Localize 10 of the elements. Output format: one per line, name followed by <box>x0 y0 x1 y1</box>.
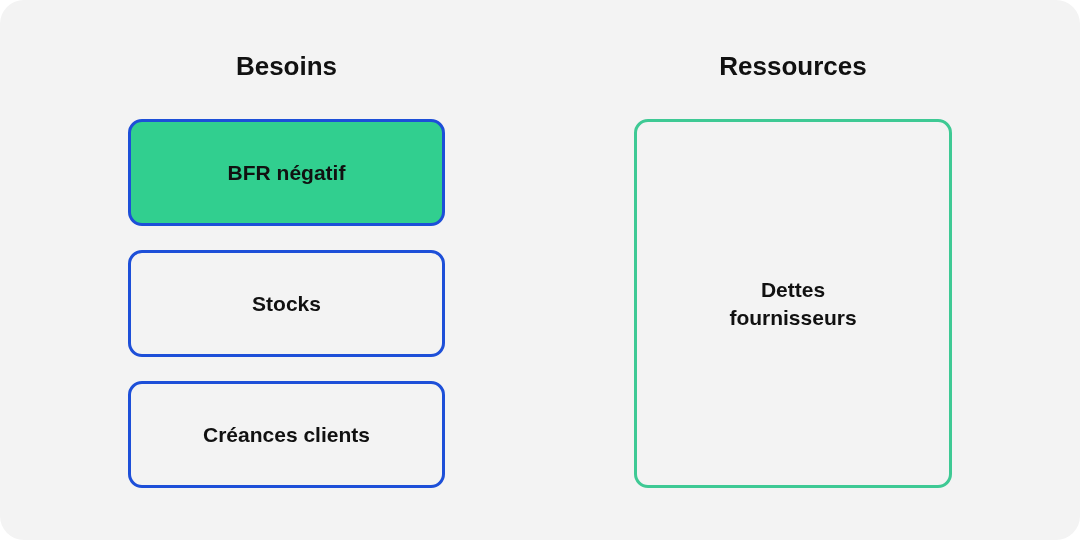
box-label: Créances clients <box>202 421 371 448</box>
process-box <box>128 381 445 488</box>
box-label: Stocks <box>251 290 322 317</box>
process-box <box>128 250 445 357</box>
column-heading: Besoins <box>235 50 338 83</box>
highlighted-box <box>128 119 445 226</box>
column-heading: Ressources <box>719 50 867 83</box>
box-label: Dettes fournisseurs <box>728 276 858 331</box>
resource-box <box>634 119 952 488</box>
box-label: BFR négatif <box>226 159 347 186</box>
